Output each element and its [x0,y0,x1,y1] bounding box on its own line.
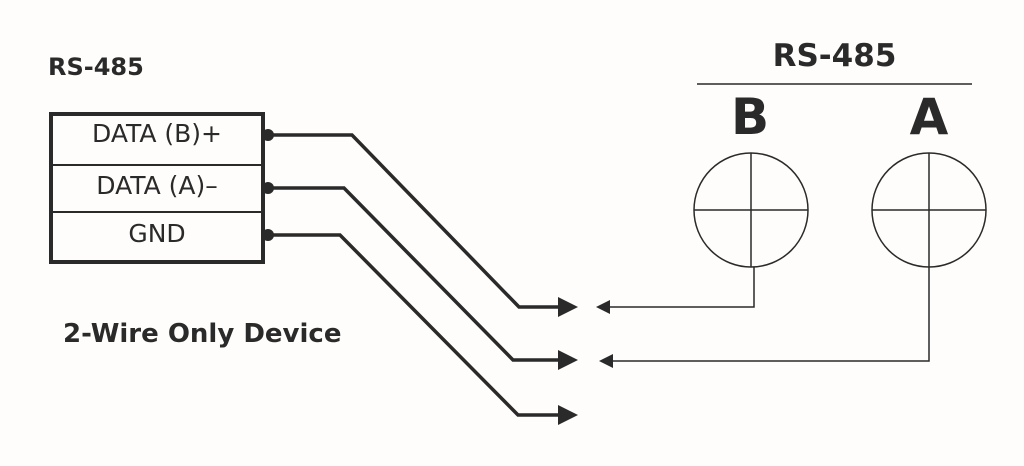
terminal-dot [262,182,274,194]
connector-a-label: A [909,88,949,146]
arrow-right-icon [558,405,578,425]
arrow-right-icon [558,350,578,370]
wire-data-b [263,133,565,309]
arrow-left-icon [596,300,610,314]
device-caption: 2-Wire Only Device [63,319,342,349]
terminal-label: GND [128,219,186,248]
terminal-label: DATA (B)+ [92,119,222,148]
line-a [612,267,930,362]
line-b [610,267,755,308]
terminal-label: DATA (A)– [96,171,218,200]
terminal-dot [262,229,274,241]
wire-data-a [263,186,565,362]
wire-gnd [263,233,565,417]
terminal-dot [262,129,274,141]
arrow-right-icon [558,297,578,317]
left-device-title: RS-485 [48,53,144,81]
connector-b-label: B [730,88,770,146]
arrow-left-icon [599,354,613,368]
right-device-title: RS-485 [772,38,897,74]
